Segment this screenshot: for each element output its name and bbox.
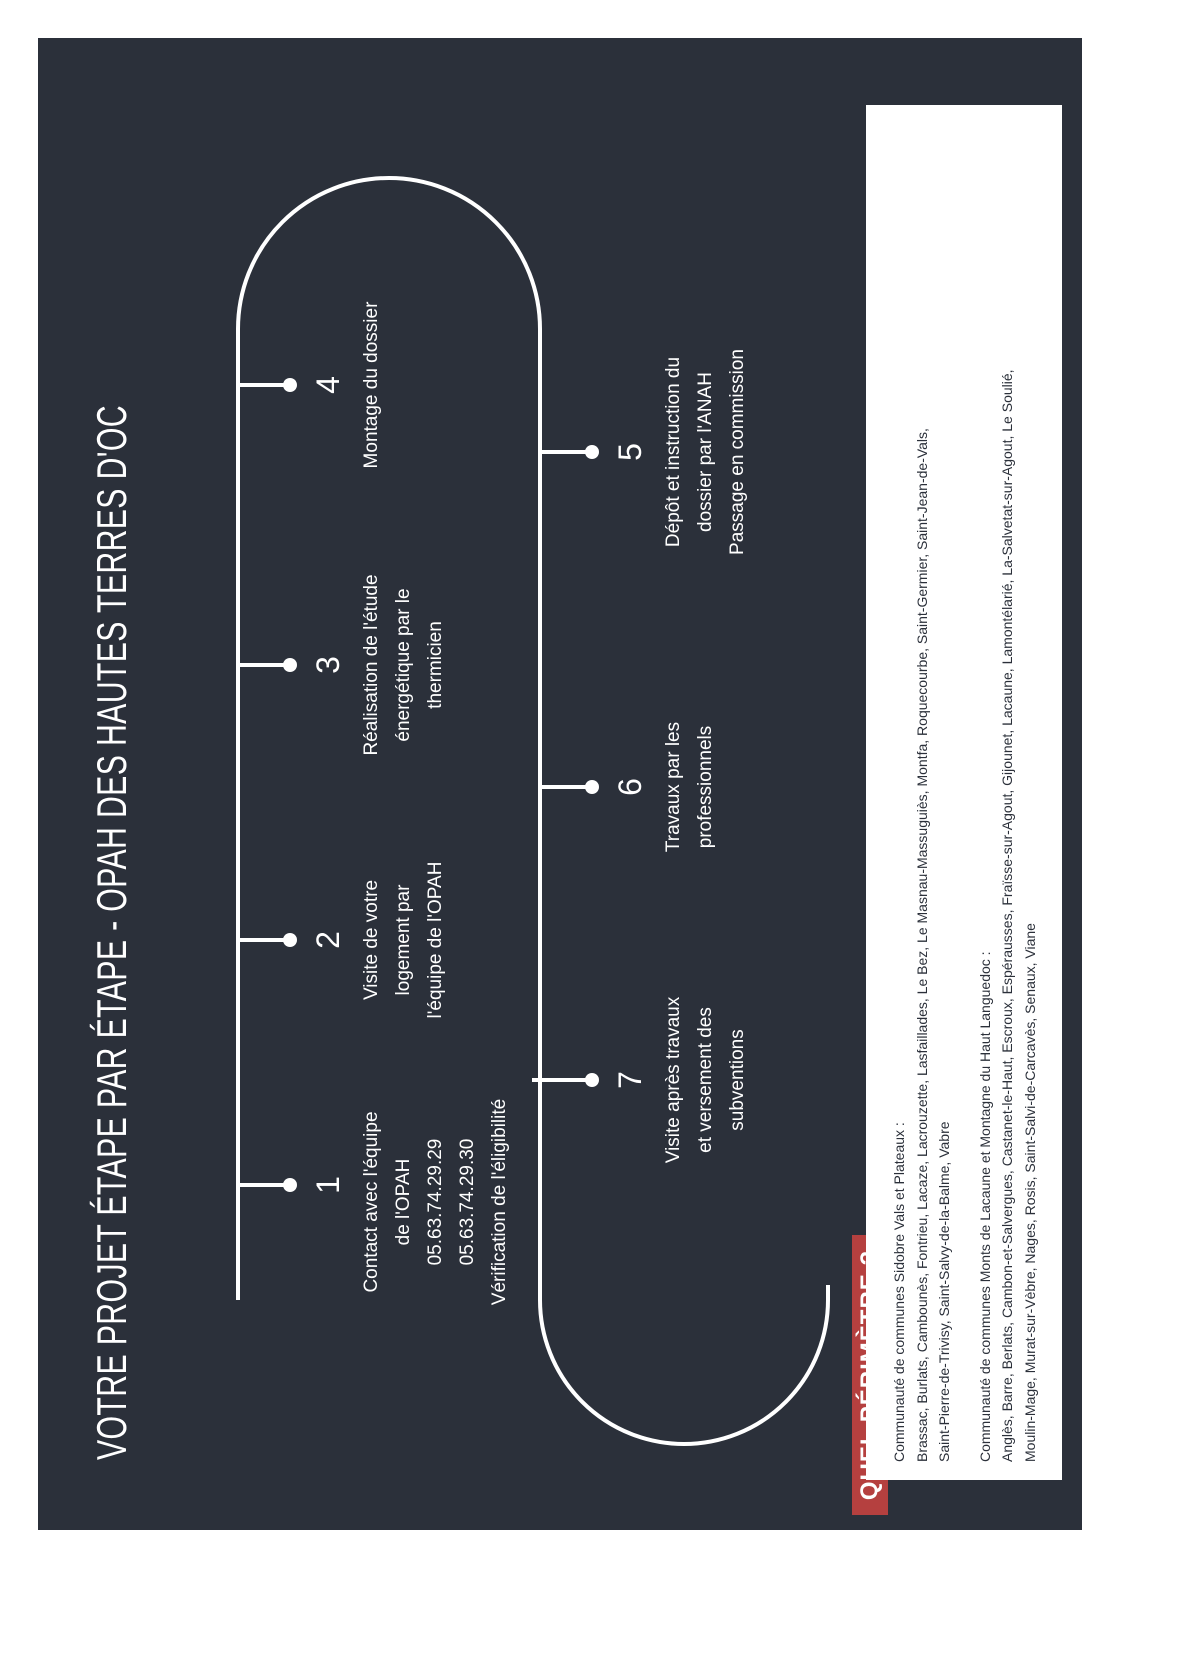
step-label-line: Montage du dossier [361,301,382,469]
step-number: 6 [612,778,648,796]
step-label-line: Visite après travaux [663,996,684,1164]
step-label-line: dossier par l'ANAH [695,372,716,532]
step-dot [585,780,599,794]
step-label-line: énergétique par le [393,588,414,742]
step-dot [283,378,297,392]
step-number: 7 [612,1071,648,1089]
perimeter-box: Communauté de communes Sidobre Vals et P… [866,105,1062,1480]
step-label: Visite de votre logement par l'équipe de l… [356,780,452,1100]
group-line: Moulin-Mage, Murat-sur-Vèbre, Nages, Ros… [1021,923,1038,1462]
step-dot [283,1178,297,1192]
step-label-line: Passage en commission [727,349,748,555]
step-label: Réalisation de l'étude énergétique par le… [356,505,452,825]
step-label: Montage du dossier [356,225,388,545]
step-dot [283,933,297,947]
step-label-line: Réalisation de l'étude [361,574,382,756]
step-label-line: Travaux par les [663,721,684,853]
step-label-line: thermicien [425,621,446,709]
step-dot [585,445,599,459]
step-label-line: professionnels [695,725,716,849]
step-label: Travaux par les professionnels [658,627,722,947]
step-label-line: l'équipe de l'OPAH [425,861,446,1019]
rotated-content: VOTRE PROJET ÉTAPE PAR ÉTAPE - OPAH DES … [38,38,1082,1530]
group-line: Brassac, Burlats, Cambounès, Fontrieu, L… [913,428,930,1462]
step-number: 1 [310,1176,346,1194]
timeline-track [236,176,830,1446]
timeline-path [236,176,830,1446]
step-label-line: Visite de votre [361,879,382,1001]
group-heading: Communauté de communes Monts de Lacaune … [976,951,993,1462]
group-line: Anglès, Barre, Berlats, Cambon-et-Salver… [999,369,1015,1462]
step-number: 2 [310,931,346,949]
step-number: 3 [310,656,346,674]
step-number: 4 [310,376,346,394]
step-number: 5 [612,443,648,461]
step-label-line: Vérification de l'éligibilité [489,1098,510,1306]
step-dot [585,1073,599,1087]
step-label-line: subventions [727,1029,748,1131]
group-heading: Communauté de communes Sidobre Vals et P… [891,1122,907,1462]
step-label-line: 05.63.74.29.30 [457,1138,478,1266]
step-label-line: et versement des [695,1007,716,1153]
perimeter-text: Communauté de communes Sidobre Vals et P… [888,369,1041,1462]
step-label-line: logement par [393,884,414,996]
step-dot [283,658,297,672]
step-label: Visite après travaux et versement des subv… [658,920,754,1240]
step-label-line: Dépôt et instruction du [663,356,684,548]
group-line: Saint-Pierre-de-Trivisy, Saint-Salvy-de-… [936,1121,952,1462]
step-label: Dépôt et instruction du dossier par l'ANA… [658,292,754,612]
